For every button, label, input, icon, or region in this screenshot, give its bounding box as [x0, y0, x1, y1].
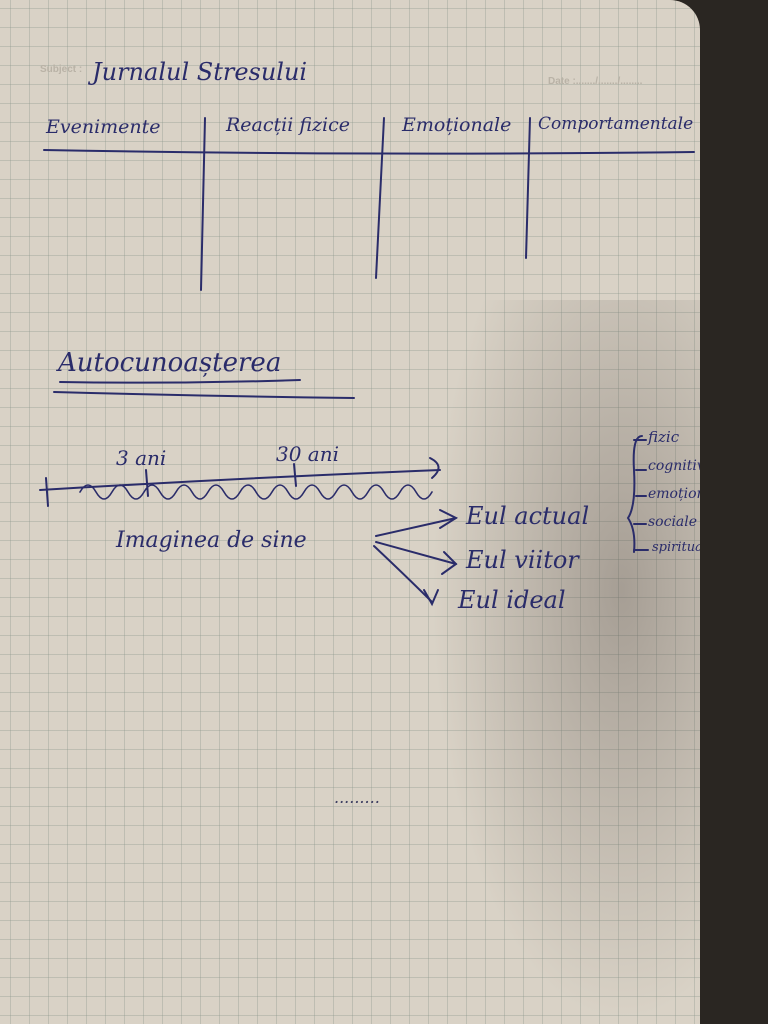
arrowhead-eul-viitor [441, 551, 458, 575]
title-underline-1 [59, 379, 301, 384]
column-header-comportamentale: Comportamentale [538, 114, 694, 134]
notebook-page: Subject : Jurnalul Stresului Date :.....… [0, 0, 700, 1024]
timeline-label-3-ani: 3 ani [116, 446, 167, 470]
column-header-evenimente: Evenimente [46, 116, 161, 138]
branch-cognitiv: cognitiv [648, 458, 700, 474]
column-divider-3 [525, 117, 531, 259]
section-title: Autocunoașterea [58, 348, 282, 378]
arrowhead-eul-ideal [423, 589, 439, 607]
diagram-source: Imaginea de sine [116, 528, 307, 553]
timeline-tick-3-ani [145, 469, 149, 497]
timeline-axis [39, 469, 441, 491]
diagram-target-eul-ideal: Eul ideal [458, 586, 566, 614]
arrow-to-eul-viitor [375, 541, 457, 565]
arrow-to-eul-actual [375, 517, 457, 537]
diagram-target-eul-actual: Eul actual [466, 502, 590, 530]
timeline-tick-30-ani [293, 463, 297, 487]
footer-dashes: ......... [334, 788, 380, 807]
table-header-underline [43, 149, 695, 155]
branch-fizic: fizic [648, 428, 680, 446]
column-divider-1 [200, 117, 206, 291]
branch-spirituale: spirituale [652, 540, 700, 555]
timeline-wave [79, 484, 433, 500]
branch-emotionale: emoționale [648, 486, 700, 502]
branch-sociale: sociale [648, 514, 698, 530]
arrowhead-eul-actual [439, 509, 459, 529]
subject-value: Jurnalul Stresului [92, 58, 308, 86]
column-divider-2 [375, 117, 385, 279]
diagram-target-eul-viitor: Eul viitor [466, 546, 579, 574]
timeline-arrow-end [429, 457, 440, 479]
column-header-reactii-fizice: Reacții fizice [226, 114, 350, 136]
subject-label: Subject : [40, 64, 83, 75]
title-underline-2 [53, 391, 355, 399]
timeline-start-tick [45, 477, 49, 507]
branch-bracket [626, 435, 643, 553]
date-label: Date :......./......./........ [548, 76, 643, 87]
timeline-label-30-ani: 30 ani [276, 442, 340, 466]
column-header-emotionale: Emoționale [402, 114, 512, 136]
